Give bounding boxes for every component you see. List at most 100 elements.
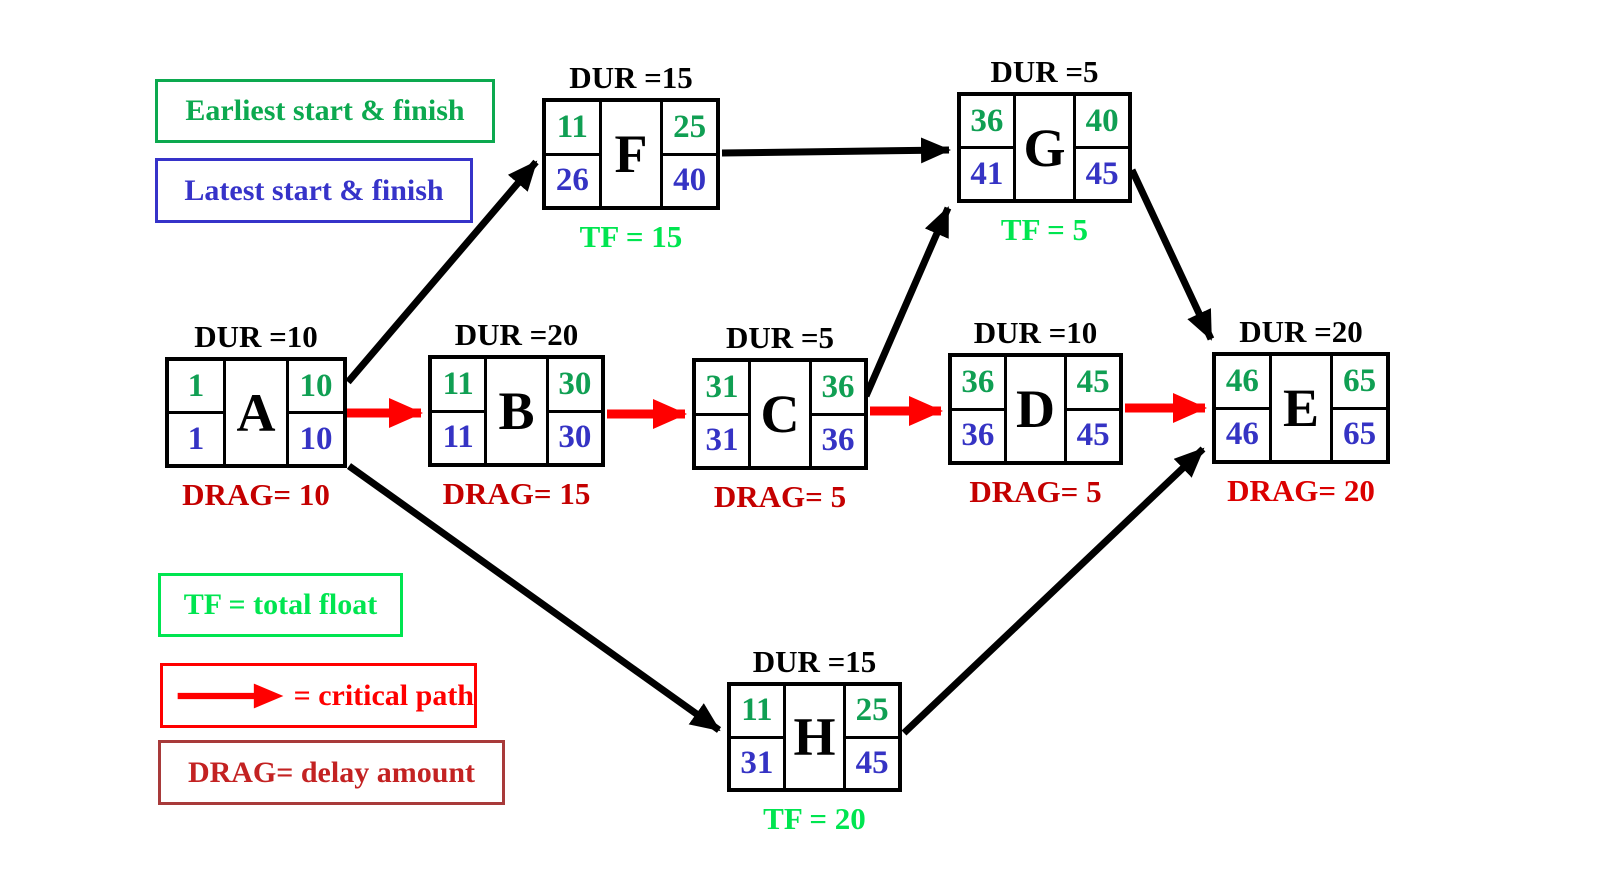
edge-A-F bbox=[345, 159, 539, 385]
edge-A-H bbox=[346, 463, 722, 733]
node-D-letter: D bbox=[1003, 357, 1068, 461]
node-G-early-start: 36 bbox=[961, 96, 1013, 149]
edge-H-E bbox=[901, 446, 1206, 736]
activity-node-G: DUR =5 36 41 G 40 45 TF = 5 bbox=[957, 56, 1132, 245]
node-E-duration-label: DUR =20 bbox=[1239, 314, 1363, 349]
node-B-early-finish: 30 bbox=[548, 359, 601, 413]
node-B-letter: B bbox=[484, 359, 549, 463]
activity-node-A: DUR =10 1 1 A 10 10 DRAG= 10 bbox=[165, 321, 347, 510]
node-H-late-start: 31 bbox=[740, 744, 774, 781]
node-C-start-column: 31 31 bbox=[696, 362, 749, 466]
activity-node-C: DUR =5 31 31 C 36 36 DRAG= 5 bbox=[692, 322, 868, 512]
node-H-tf-label: TF = 20 bbox=[763, 801, 866, 836]
node-A-finish-column: 10 10 bbox=[289, 361, 343, 464]
node-B-late-start: 11 bbox=[442, 419, 474, 456]
activity-node-E: DUR =20 46 46 E 65 65 DRAG= 20 bbox=[1212, 316, 1390, 506]
node-A-late-finish: 10 bbox=[299, 420, 333, 457]
node-B-box: 11 11 B 30 30 bbox=[428, 355, 605, 467]
node-C-letter: C bbox=[748, 362, 812, 466]
node-G-late-start: 41 bbox=[970, 155, 1004, 192]
node-G-finish-column: 40 45 bbox=[1076, 96, 1128, 199]
node-H-finish-column: 25 45 bbox=[846, 686, 898, 788]
node-G-duration-label: DUR =5 bbox=[990, 54, 1099, 89]
node-G-late-finish: 45 bbox=[1085, 155, 1119, 192]
node-D-early-finish: 45 bbox=[1067, 357, 1119, 411]
node-F-late-start: 26 bbox=[555, 162, 589, 199]
node-G-early-finish: 40 bbox=[1076, 96, 1128, 149]
legend-latest-start-finish: Latest start & finish bbox=[155, 158, 473, 223]
node-F-early-finish: 25 bbox=[663, 102, 716, 156]
node-G-tf-label: TF = 5 bbox=[1000, 212, 1089, 247]
node-G-start-column: 36 41 bbox=[961, 96, 1013, 199]
node-A-early-start: 1 bbox=[169, 361, 223, 414]
node-E-finish-column: 65 65 bbox=[1333, 356, 1386, 460]
node-F-duration-label: DUR =15 bbox=[569, 60, 693, 95]
node-E-early-finish: 65 bbox=[1333, 356, 1386, 410]
activity-node-F: DUR =15 11 26 F 25 40 TF = 15 bbox=[542, 62, 720, 252]
node-C-early-finish: 36 bbox=[811, 362, 864, 416]
node-H-early-start: 11 bbox=[731, 686, 783, 739]
node-E-letter: E bbox=[1268, 356, 1334, 460]
node-B-finish-column: 30 30 bbox=[548, 359, 601, 463]
node-F-start-column: 11 26 bbox=[546, 102, 599, 206]
activity-node-H: DUR =15 11 31 H 25 45 TF = 20 bbox=[727, 646, 902, 834]
node-H-early-finish: 25 bbox=[846, 686, 898, 739]
node-C-duration-label: DUR =5 bbox=[725, 320, 835, 355]
legend-earliest-start-finish: Earliest start & finish bbox=[155, 79, 495, 143]
node-F-late-finish: 40 bbox=[673, 162, 707, 199]
node-B-early-start: 11 bbox=[432, 359, 485, 413]
node-E-start-column: 46 46 bbox=[1216, 356, 1269, 460]
node-A-early-finish: 10 bbox=[289, 361, 343, 414]
activity-node-D: DUR =10 36 36 D 45 45 DRAG= 5 bbox=[948, 317, 1123, 507]
node-A-box: 1 1 A 10 10 bbox=[165, 357, 347, 468]
node-A-letter: A bbox=[222, 361, 290, 464]
node-E-early-start: 46 bbox=[1216, 356, 1269, 410]
node-F-letter: F bbox=[598, 102, 664, 206]
node-C-early-start: 31 bbox=[696, 362, 749, 416]
node-C-finish-column: 36 36 bbox=[811, 362, 864, 466]
node-B-drag-label: DRAG= 15 bbox=[442, 476, 591, 511]
legend-total-float: TF = total float bbox=[158, 573, 403, 637]
node-F-early-start: 11 bbox=[546, 102, 599, 156]
node-D-finish-column: 45 45 bbox=[1067, 357, 1119, 461]
node-E-late-start: 46 bbox=[1225, 416, 1259, 453]
legend-critical-path: = critical path bbox=[160, 663, 477, 728]
node-A-start-column: 1 1 bbox=[169, 361, 223, 464]
node-E-late-finish: 65 bbox=[1343, 416, 1377, 453]
node-A-duration-label: DUR =10 bbox=[194, 319, 318, 354]
node-D-box: 36 36 D 45 45 bbox=[948, 353, 1123, 465]
node-G-box: 36 41 G 40 45 bbox=[957, 92, 1132, 203]
node-F-finish-column: 25 40 bbox=[663, 102, 716, 206]
legend-critical-path-label: = critical path bbox=[293, 678, 474, 712]
node-D-duration-label: DUR =10 bbox=[973, 315, 1098, 350]
node-H-late-finish: 45 bbox=[855, 744, 889, 781]
legend-drag: DRAG= delay amount bbox=[158, 740, 505, 805]
node-B-late-finish: 30 bbox=[558, 419, 592, 456]
node-C-drag-label: DRAG= 5 bbox=[713, 479, 847, 514]
node-H-duration-label: DUR =15 bbox=[752, 644, 877, 679]
node-F-tf-label: TF = 15 bbox=[579, 219, 683, 254]
node-H-letter: H bbox=[782, 686, 847, 788]
node-D-start-column: 36 36 bbox=[952, 357, 1004, 461]
node-E-box: 46 46 E 65 65 bbox=[1212, 352, 1390, 464]
activity-node-B: DUR =20 11 11 B 30 30 DRAG= 15 bbox=[428, 319, 605, 509]
legend-total-float-label: TF = total float bbox=[183, 588, 378, 621]
edge-F-G bbox=[721, 137, 951, 164]
node-B-duration-label: DUR =20 bbox=[454, 317, 579, 352]
node-G-letter: G bbox=[1012, 96, 1077, 199]
legend-drag-label: DRAG= delay amount bbox=[187, 755, 476, 789]
legend-latest-label: Latest start & finish bbox=[184, 173, 444, 207]
node-A-drag-label: DRAG= 10 bbox=[182, 477, 330, 512]
node-D-early-start: 36 bbox=[952, 357, 1004, 411]
edge-C-G bbox=[862, 206, 952, 398]
node-H-box: 11 31 H 25 45 bbox=[727, 682, 902, 792]
node-C-late-start: 31 bbox=[705, 422, 739, 459]
node-B-start-column: 11 11 bbox=[432, 359, 485, 463]
node-H-start-column: 11 31 bbox=[731, 686, 783, 788]
node-C-box: 31 31 C 36 36 bbox=[692, 358, 868, 470]
node-C-late-finish: 36 bbox=[821, 422, 855, 459]
edge-G-E bbox=[1128, 168, 1215, 341]
node-D-late-finish: 45 bbox=[1076, 417, 1110, 454]
